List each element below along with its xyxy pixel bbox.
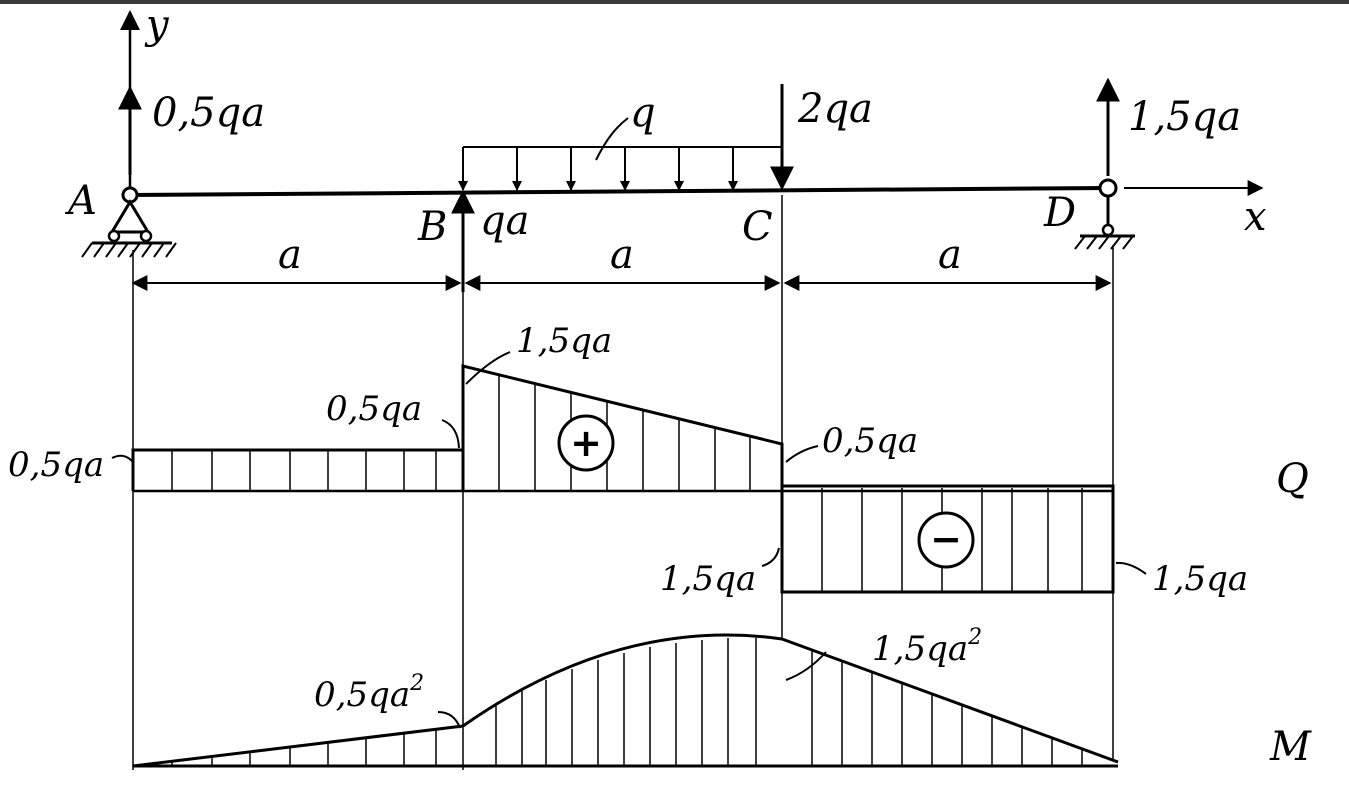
shear-label-c-right: 1,5qa xyxy=(660,559,756,599)
moment-curve-ab xyxy=(132,724,464,768)
x-axis-label: x xyxy=(1244,194,1267,240)
y-axis-label: y xyxy=(144,2,170,48)
shear-label-right: 1,5qa xyxy=(1152,559,1248,599)
reaction-a-label: 0,5qa xyxy=(152,90,265,136)
minus-sign-circle xyxy=(917,511,975,569)
support-a xyxy=(81,186,177,258)
span-3-label: a xyxy=(938,232,962,278)
shear-label-left: 0,5qa xyxy=(8,445,104,485)
moment-curve-bc xyxy=(462,633,783,728)
span-2-label: a xyxy=(610,232,634,278)
shear-diagram-name: Q xyxy=(1276,456,1309,502)
support-d xyxy=(1074,178,1135,250)
plus-sign: + xyxy=(570,421,602,465)
span-1-label: a xyxy=(278,232,302,278)
point-c-label: C xyxy=(742,204,773,250)
moment-label-c: 1,5qa2 xyxy=(872,625,982,669)
load-b-label: qa xyxy=(480,198,529,244)
top-border xyxy=(0,0,1349,4)
minus-sign: − xyxy=(930,517,962,561)
plus-sign-circle xyxy=(557,414,615,472)
shear-segment-cd xyxy=(780,484,1115,594)
shear-label-b-left: 0,5qa xyxy=(326,389,422,429)
moment-diagram-name: M xyxy=(1269,724,1312,770)
beam-scheme: y 0,5qa A xyxy=(64,2,1267,770)
shear-segment-ab xyxy=(131,448,465,491)
distributed-load xyxy=(458,117,782,191)
shear-hatch-ab xyxy=(171,450,437,491)
shear-diagram: + − 0,5qa 0,5qa 1,5qa 0,5qa 1,5qa 1,5qa … xyxy=(8,321,1309,599)
moment-curve-cd xyxy=(781,637,1119,764)
reaction-d-label: 1,5qa xyxy=(1128,94,1241,140)
point-d-label: D xyxy=(1043,190,1076,236)
point-b-label: B xyxy=(417,204,447,250)
shear-label-c-left: 0,5qa xyxy=(822,421,918,461)
shear-label-b-right: 1,5qa xyxy=(516,321,612,361)
distributed-load-label: q xyxy=(630,90,656,136)
shear-hatch-bc xyxy=(498,375,751,491)
load-c-label: 2qa xyxy=(797,86,873,132)
moment-diagram: 0,5qa2 1,5qa2 M xyxy=(132,625,1312,770)
beam xyxy=(129,186,1109,197)
moment-hatch xyxy=(171,638,1083,766)
shear-segment-bc xyxy=(461,364,784,491)
moment-label-b: 0,5qa2 xyxy=(314,671,424,715)
point-a-label: A xyxy=(64,178,97,224)
